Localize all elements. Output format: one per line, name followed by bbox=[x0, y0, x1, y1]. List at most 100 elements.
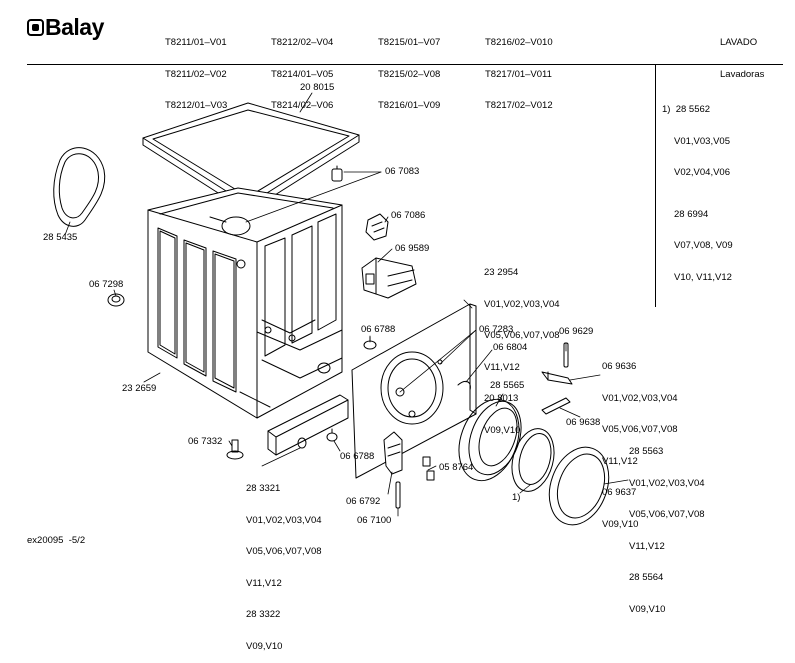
spring-part-069638 bbox=[542, 398, 570, 414]
part-number: 06 9636 bbox=[602, 361, 637, 372]
part-label-067086: 06 7086 bbox=[391, 210, 426, 221]
brand-logo-mark bbox=[27, 19, 44, 36]
part-label-066804: 06 6804 bbox=[493, 342, 528, 353]
variant-list: V11,V12 bbox=[629, 540, 665, 552]
part-label-285435: 28 5435 bbox=[43, 232, 78, 243]
part-label-069636: 06 9636 V01,V02,V03,V04 V05,V06,V07,V08 … bbox=[602, 341, 678, 541]
part-label-208015: 20 8015 bbox=[300, 82, 335, 93]
brand-logo: Balay bbox=[27, 14, 104, 40]
part-label-067100: 06 7100 bbox=[357, 515, 392, 526]
part-number: 20 8013 bbox=[484, 393, 519, 404]
variant-list: V11,V12 bbox=[602, 455, 638, 467]
category-subtitle: Lavadoras bbox=[720, 68, 765, 80]
part-number: 06 9637 bbox=[602, 487, 637, 498]
header-rule bbox=[27, 64, 783, 65]
footnote-line: V02,V04,V06 bbox=[674, 167, 730, 178]
model-code: T8216/01–V09 bbox=[378, 100, 441, 111]
model-code: T8211/01–V01 bbox=[165, 37, 227, 48]
screw-part-066788-lower bbox=[327, 429, 337, 441]
variant-list: V11,V12 bbox=[484, 361, 520, 373]
model-code: T8211/02–V02 bbox=[165, 68, 227, 80]
wire-part-066804 bbox=[458, 381, 470, 390]
model-list-col-3: T8215/01–V07 T8215/02–V08 T8216/01–V09 bbox=[378, 17, 440, 122]
part-number: 28 5564 bbox=[629, 572, 664, 583]
variant-list: V09,V10 bbox=[602, 518, 639, 530]
footnote-marker: 1) bbox=[512, 492, 521, 503]
cabinet-body-part bbox=[148, 188, 342, 418]
footnote-line: V01,V03,V05 bbox=[674, 135, 730, 147]
variant-list: V05,V06,V07,V08 bbox=[246, 546, 322, 557]
part-label-285565: 28 5565 bbox=[490, 380, 525, 391]
model-code: T8215/01–V07 bbox=[378, 37, 441, 48]
part-label-232954: 23 2954 V01,V02,V03,V04 V05,V06,V07,V08 … bbox=[484, 247, 560, 447]
model-code: T8212/02–V04 bbox=[271, 37, 334, 48]
footnote-block: 1) 28 5562 V01,V03,V05 V02,V04,V06 28 69… bbox=[662, 84, 733, 294]
footnote-line: V10, V11,V12 bbox=[674, 271, 732, 283]
part-label-069589: 06 9589 bbox=[395, 243, 430, 254]
clip-part-058764 bbox=[423, 457, 434, 480]
part-label-232659: 23 2659 bbox=[122, 383, 157, 394]
model-list-col-4: T8216/02–V010 T8217/01–V011 T8217/02–V01… bbox=[485, 17, 553, 122]
control-module-part-069589 bbox=[362, 258, 416, 298]
rod-part-067100 bbox=[396, 482, 400, 508]
part-number: 28 3322 bbox=[246, 609, 281, 620]
part-number: 28 3321 bbox=[246, 483, 281, 494]
part-label-067283: 06 7283 bbox=[479, 324, 514, 335]
model-code: T8217/02–V012 bbox=[485, 100, 553, 111]
exploded-view-drawing bbox=[0, 0, 795, 562]
foot-part-067332 bbox=[227, 440, 243, 459]
variant-list: V01,V02,V03,V04 bbox=[246, 514, 322, 526]
variant-list: V09,V10 bbox=[484, 424, 521, 436]
variant-list: V05,V06,V07,V08 bbox=[484, 330, 560, 341]
part-label-058764: 05 8764 bbox=[439, 462, 474, 473]
part-label-069638: 06 9638 bbox=[566, 417, 601, 428]
plinth-panel-part bbox=[268, 395, 348, 455]
clip-part-067083 bbox=[332, 166, 342, 181]
front-panel-part bbox=[352, 304, 476, 478]
part-label-066788-upper: 06 6788 bbox=[361, 324, 396, 335]
variant-list: V09,V10 bbox=[629, 603, 666, 615]
document-code: ex20095 -5/2 bbox=[27, 535, 86, 546]
footnote-line: 1) 28 5562 bbox=[662, 104, 711, 115]
part-label-069629: 06 9629 bbox=[559, 326, 594, 337]
variant-list: V01,V02,V03,V04 bbox=[484, 298, 560, 310]
part-label-066788-lower: 06 6788 bbox=[340, 451, 375, 462]
brand-name: Balay bbox=[45, 14, 104, 40]
door-hook-part-066792 bbox=[384, 432, 402, 474]
model-code: T8214/01–V05 bbox=[271, 68, 334, 80]
plinth-knob-part bbox=[298, 438, 306, 448]
footnote-line: V07,V08, V09 bbox=[674, 240, 733, 251]
variant-list: V01,V02,V03,V04 bbox=[602, 392, 678, 404]
footnote-line: 28 6994 bbox=[674, 208, 709, 220]
model-code: T8215/02–V08 bbox=[378, 68, 441, 80]
model-code: T8214/02–V06 bbox=[271, 100, 334, 111]
part-label-067332: 06 7332 bbox=[188, 436, 223, 447]
variant-list: V01,V02,V03,V04 bbox=[629, 477, 705, 489]
model-list-col-2: T8212/02–V04 T8214/01–V05 T8214/02–V06 bbox=[271, 17, 333, 122]
note-divider bbox=[655, 65, 656, 307]
model-code: T8217/01–V011 bbox=[485, 68, 552, 80]
part-label-285563: 28 5563 V01,V02,V03,V04 V05,V06,V07,V08 … bbox=[629, 426, 705, 626]
leader-lines bbox=[65, 93, 628, 516]
top-cover-part bbox=[143, 103, 359, 212]
part-label-283321: 28 3321 V01,V02,V03,V04 V05,V06,V07,V08 … bbox=[246, 463, 322, 663]
variant-list: V05,V06,V07,V08 bbox=[629, 509, 705, 520]
outer-door-ring-part-285563 bbox=[539, 439, 619, 533]
category-title: LAVADO bbox=[720, 37, 758, 48]
variant-list: V09,V10 bbox=[246, 640, 283, 652]
part-label-066792: 06 6792 bbox=[346, 496, 381, 507]
variant-list: V11,V12 bbox=[246, 577, 282, 589]
handle-part-069636 bbox=[542, 372, 572, 384]
part-label-067298: 06 7298 bbox=[89, 279, 124, 290]
category-block: LAVADO Lavadoras bbox=[720, 17, 764, 91]
model-code: T8212/01–V03 bbox=[165, 100, 228, 111]
model-code: T8216/02–V010 bbox=[485, 37, 553, 48]
variant-list: V05,V06,V07,V08 bbox=[602, 424, 678, 435]
part-label-067083: 06 7083 bbox=[385, 166, 420, 177]
door-glass-part bbox=[505, 424, 560, 496]
part-number: 28 5563 bbox=[629, 446, 664, 457]
part-number: 23 2954 bbox=[484, 267, 519, 278]
door-gasket-part bbox=[54, 148, 105, 227]
model-list-col-1: T8211/01–V01 T8211/02–V02 T8212/01–V03 bbox=[165, 17, 227, 122]
door-lock-part-067086 bbox=[366, 214, 388, 240]
